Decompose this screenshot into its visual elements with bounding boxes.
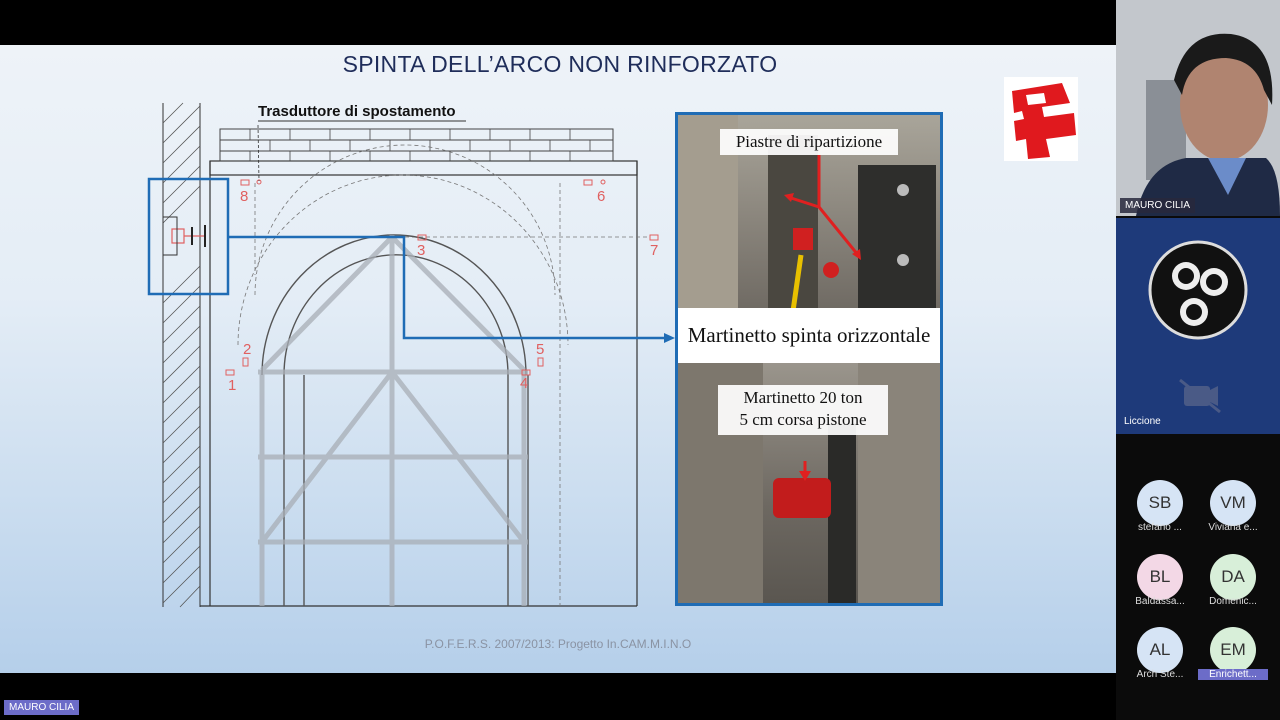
svg-text:4: 4	[520, 375, 528, 392]
avatar-name: stefano ...	[1138, 522, 1182, 533]
avatar-bl[interactable]: BL	[1137, 554, 1183, 600]
scaffold	[258, 235, 528, 606]
obs-logo-icon	[1148, 240, 1248, 340]
jack-stroke-label: 5 cm corsa pistone	[739, 410, 867, 429]
svg-text:7: 7	[650, 242, 658, 259]
transducer-label: Trasduttore di spostamento	[258, 103, 456, 120]
photo-top-label: Piastre di ripartizione	[720, 129, 898, 155]
speaker-video-icon	[1116, 0, 1280, 216]
avatar-al[interactable]: AL	[1137, 627, 1183, 673]
project-logo-icon	[1004, 77, 1078, 161]
avatar-initials: VM	[1220, 493, 1246, 512]
svg-text:6: 6	[597, 188, 605, 205]
avatar-initials: AL	[1149, 640, 1171, 659]
avatar-name: Arch Ste...	[1136, 669, 1184, 680]
photo-bot-label: Martinetto 20 ton 5 cm corsa pistone	[718, 385, 888, 435]
brick-rows	[219, 128, 614, 162]
arch-shape	[261, 234, 529, 606]
svg-text:5: 5	[536, 341, 544, 358]
avatar-name: Viviana e...	[1208, 522, 1258, 533]
presenter-name-tag: MAURO CILIA	[4, 700, 80, 715]
svg-text:8: 8	[240, 188, 248, 205]
speaker-video-tile[interactable]: MAURO CILIA	[1116, 0, 1280, 216]
participants-sidebar: MAURO CILIA Liccione SB stefano ... VM V…	[1116, 0, 1280, 720]
avatar-name: Enrichett...	[1198, 669, 1268, 680]
speaker-name-tag: MAURO CILIA	[1120, 198, 1196, 213]
wall-hatch	[162, 102, 201, 608]
photo-plates: Piastre di ripartizione	[675, 112, 943, 311]
photo-jack: Martinetto 20 ton 5 cm corsa pistone	[675, 363, 943, 606]
avatar-em[interactable]: EM	[1210, 627, 1256, 673]
avatar-name: Baldassa...	[1135, 596, 1185, 607]
avatar-initials: DA	[1221, 567, 1245, 586]
arch-drawing: 1 2 3 4 5 6 7 8	[147, 102, 675, 608]
avatar-da[interactable]: DA	[1210, 554, 1256, 600]
presentation-slide: SPINTA DELL’ARCO NON RINFORZATO	[0, 45, 1116, 673]
slide-footer: P.O.F.E.R.S. 2007/2013: Progetto In.CAM.…	[424, 637, 692, 651]
avatar-initials: EM	[1220, 640, 1246, 659]
svg-text:1: 1	[228, 377, 236, 394]
svg-text:3: 3	[417, 242, 425, 259]
slide-title: SPINTA DELL’ARCO NON RINFORZATO	[342, 51, 778, 77]
photo-caption-horizontal-jack: Martinetto spinta orizzontale	[675, 308, 943, 363]
camera-off-icon	[1179, 378, 1221, 414]
avatar-vm[interactable]: VM	[1210, 480, 1256, 526]
participant-tile-liccione[interactable]: Liccione	[1116, 218, 1280, 434]
gauge-numbers: 1 2 3 4 5 6 7 8	[228, 188, 658, 394]
avatar-sb[interactable]: SB	[1137, 480, 1183, 526]
avatar-initials: SB	[1148, 493, 1172, 512]
svg-text:2: 2	[243, 341, 251, 358]
jack-capacity-label: Martinetto 20 ton	[743, 388, 863, 407]
avatar-name: Domenic...	[1209, 596, 1257, 607]
participant-name: Liccione	[1124, 416, 1161, 427]
avatar-initials: BL	[1149, 567, 1171, 586]
